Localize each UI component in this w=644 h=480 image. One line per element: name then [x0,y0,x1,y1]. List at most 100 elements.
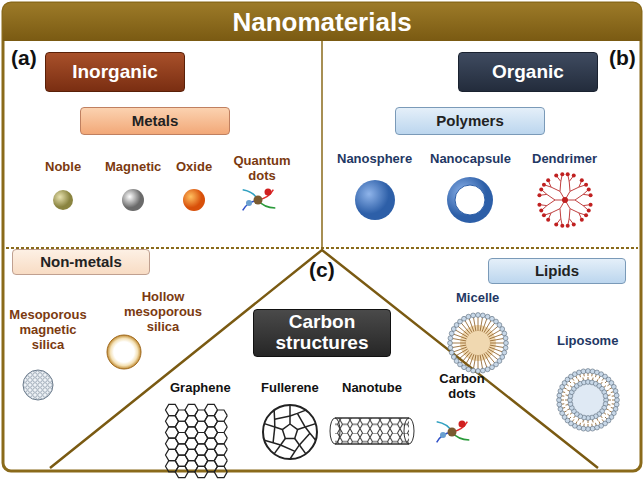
lipid-head [471,313,476,318]
item-label: Micelle [456,291,499,306]
dot-ball [440,432,446,438]
category-box: Organic [458,52,598,92]
lipid-head [448,345,453,350]
nanocapsule [447,177,493,223]
item-label: Quantum dots [231,154,293,184]
lipid-head [449,350,454,355]
lipid-head [449,331,454,336]
subcategory-box: Metals [80,107,230,135]
lipid-head [451,355,456,360]
bond [305,427,315,440]
bond [305,424,315,427]
lipid-head [603,394,608,399]
mesoporous-silica [23,370,53,400]
magnetic-particle [122,189,144,211]
branch [569,181,571,191]
lipid-head [504,341,509,346]
title-band: Nanomaterials [3,3,641,41]
tube-end [404,418,414,444]
category-box: Inorganic [45,52,185,92]
bond [275,416,290,419]
branch [547,194,555,200]
mesoporous-silica-mesh [23,370,53,400]
terminal [587,187,591,191]
carbon-dot [437,421,470,443]
lipid-head [577,370,582,375]
lipid-head [558,407,563,412]
lipid-head [581,369,586,374]
terminal [546,218,550,222]
item-label: Dendrimer [532,152,597,167]
tube-end [330,418,340,444]
item-label: Hollow mesoporous silica [121,290,205,335]
item-label: Oxide [176,160,212,175]
terminal [572,174,576,178]
bond [298,427,306,429]
graphene [166,404,228,477]
terminal [587,209,591,213]
lipid-head [557,393,562,398]
bond [274,445,280,454]
item-label: Magnetic [105,160,161,175]
lipid-head [503,345,508,350]
branch [551,209,560,213]
lipid-head [614,402,619,407]
bond [289,416,291,424]
dot-ball [246,200,252,206]
dot-core [448,428,457,437]
lipid-head [502,331,507,336]
branch [570,209,579,213]
fullerene [263,405,317,459]
terminal [589,193,593,197]
bond [275,427,283,429]
box-label: Non-metals [40,254,122,271]
lipid-head [613,389,618,394]
panel-letter: (a) [11,46,37,70]
category-box: Carbon structures [253,309,391,357]
lipid-head [557,402,562,407]
oxide-particle [183,189,205,211]
bond [299,433,310,445]
item-label: Mesoporous magnetic silica [5,308,91,353]
bond [264,440,280,445]
terminal [589,203,593,207]
lipid-head [490,365,495,370]
pentagon [282,424,297,438]
bond [264,424,274,427]
fullerene-shell [263,405,317,459]
branch [551,187,560,191]
terminal [539,187,543,191]
box-label: Inorganic [72,62,158,83]
lipid-head [448,336,453,341]
terminal [584,183,588,187]
subcategory-box: Lipids [488,258,626,284]
item-label: Fullerene [261,381,319,396]
lipid-head [615,398,620,403]
branch [560,209,562,219]
panel-letter: (c) [309,258,335,282]
terminal [546,178,550,182]
terminal [537,203,541,207]
box-label: Organic [492,62,564,83]
item-label: Graphene [170,381,231,396]
lipid-head [462,316,467,321]
terminal [542,183,546,187]
core [562,197,568,203]
item-label: Liposome [557,334,618,349]
dendrimer [537,172,592,228]
quantum-dot [243,189,276,211]
terminal [572,222,576,226]
terminal [560,172,564,176]
box-label: Carbon structures [262,312,382,354]
lipid-head [590,369,595,374]
subcategory-box: Non-metals [12,249,150,275]
lipid-head [485,367,490,372]
lipid-head [595,425,600,430]
terminal [542,213,546,217]
box-label: Metals [132,113,179,130]
terminal [566,224,570,228]
lipid-head [466,367,471,372]
liposome [557,369,620,432]
micelle [448,313,509,374]
noble-particle [53,190,73,210]
